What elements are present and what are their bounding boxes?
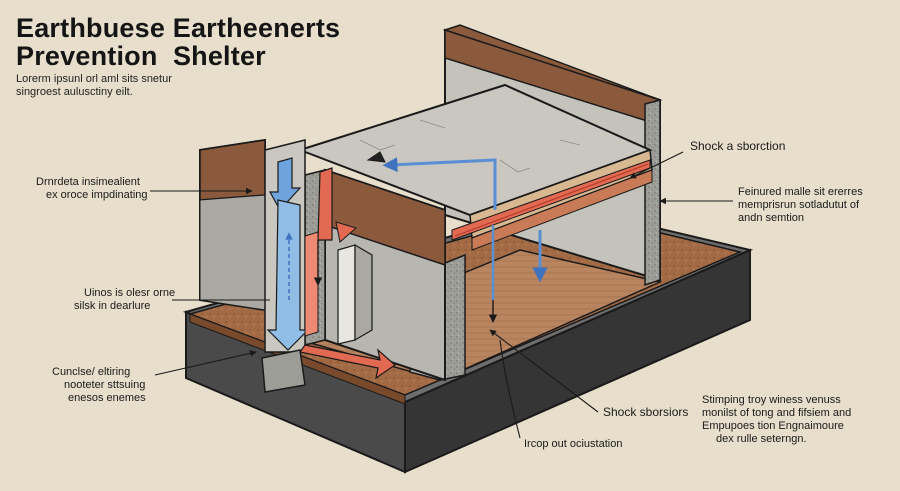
black-arrows	[313, 151, 498, 323]
callout-right-mid-line-2: memprisrun sotladutut of	[738, 199, 860, 211]
interior-panel	[337, 243, 373, 345]
blue-flow-arrows	[266, 157, 548, 351]
red-damper-strip	[454, 163, 649, 237]
callout-right-bottom-line-3: Empupoes tion Engnaimoure	[702, 420, 844, 432]
title-line-1: Earthbuese Eartheenerts	[16, 13, 341, 43]
subtitle-line-2: singroest aulusctiny eilt.	[16, 86, 133, 98]
callout-left-bottom-line-3: enesos enemes	[68, 392, 146, 404]
callout-right-bottom-line-1: Stimping troy winess venuss	[702, 394, 841, 406]
callout-center-bottom: Shock sborsiors	[603, 406, 688, 419]
callout-right-top: Shock a sborction	[690, 140, 785, 153]
callout-bottom-center: Ircop out ociustation	[524, 438, 622, 451]
callout-right-mid-line-3: andn semtion	[738, 212, 805, 224]
leader-lines	[150, 151, 733, 439]
left-wall	[199, 138, 266, 312]
subtitle-line-1: Lorerm ipsunl orl aml sits snetur	[16, 73, 172, 85]
callout-bottom-center-line-1: Ircop out ociustation	[524, 438, 623, 450]
callout-right-mid-line-1: Feinured malle sit ererres	[738, 186, 863, 198]
callout-right-bottom-line-4: dex rulle seterngn.	[716, 433, 807, 445]
title-line-2: Prevention Shelter	[16, 41, 266, 71]
roof-slab	[296, 83, 653, 251]
callout-left-top-line-2: ex oroce impdinating	[46, 189, 148, 201]
callout-left-top-line-1: Drnrdeta insimealient	[36, 176, 140, 188]
callout-right-top-line-1: Shock a sborction	[690, 139, 786, 153]
callout-left-bottom-line-2: nooteter sttsuing	[64, 379, 146, 391]
callout-left-bottom-line-1: Cunclse/ eltiring	[52, 366, 131, 378]
red-flow-arrows	[298, 167, 396, 380]
callout-left-mid-line-2: silsk in dearlure	[74, 300, 151, 312]
callout-right-bottom-line-2: monilst of tong and fifsiem and	[702, 407, 852, 419]
callout-left-mid-line-1: Uinos is olesr orne	[84, 287, 176, 299]
callout-center-bottom-line-1: Shock sborsiors	[603, 405, 689, 419]
